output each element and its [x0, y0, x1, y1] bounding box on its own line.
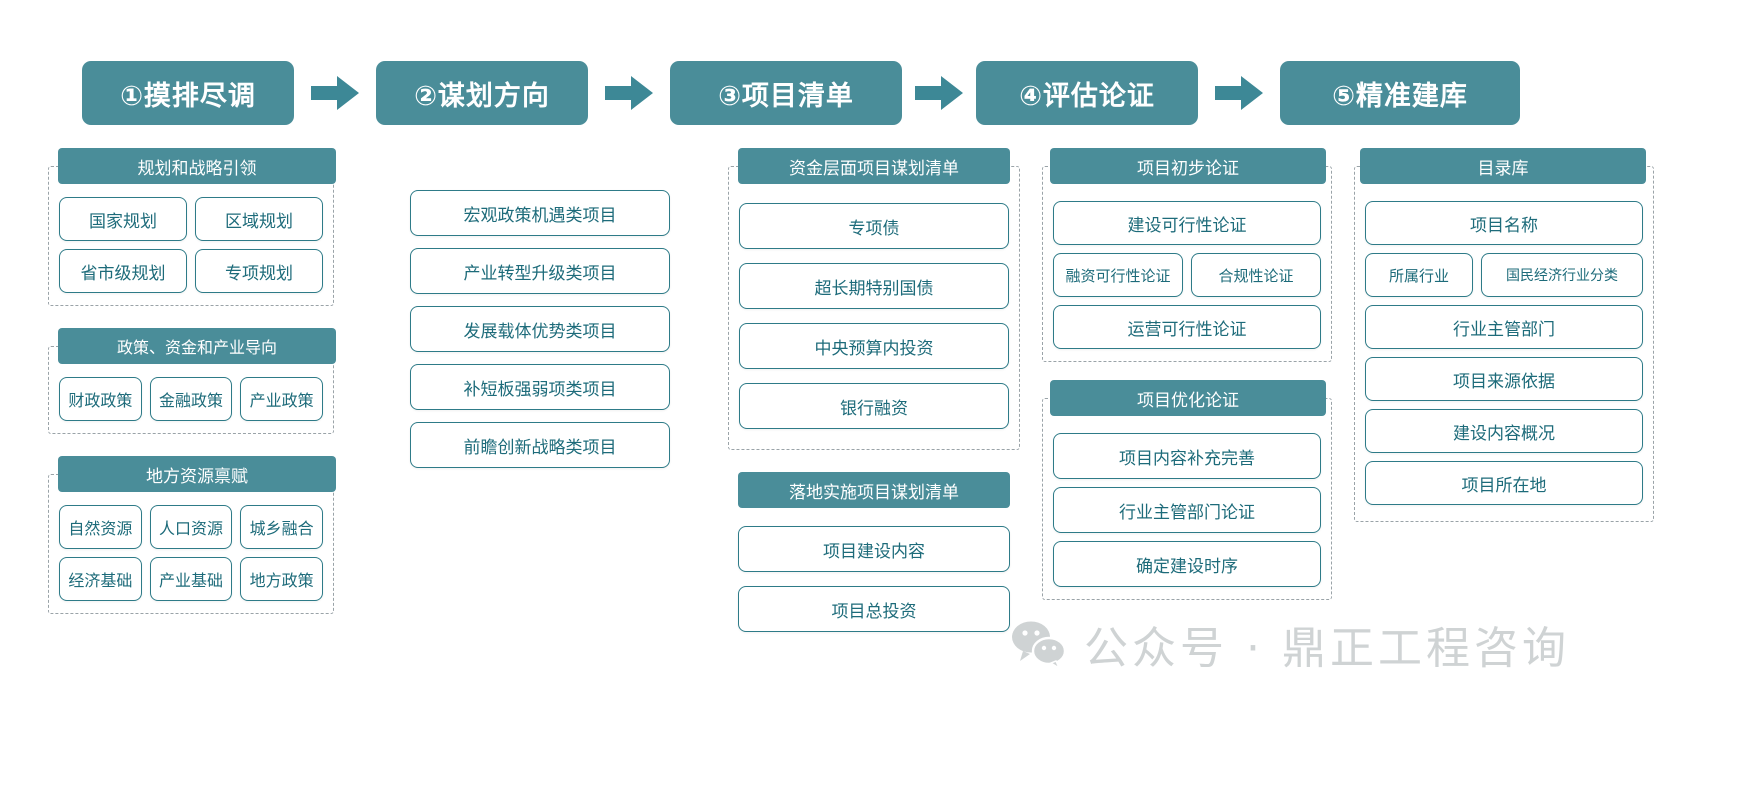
chip-row: 项目来源依据 — [1365, 357, 1643, 401]
wechat-icon — [1010, 619, 1068, 670]
chip-compliance-argumentation[interactable]: 合规性论证 — [1191, 253, 1321, 297]
chip-macro-policy-opportunity[interactable]: 宏观政策机遇类项目 — [410, 190, 670, 236]
chip-row: 经济基础 产业基础 地方政策 — [59, 557, 324, 601]
group-title: 规划和战略引领 — [58, 148, 336, 184]
stage-title-5[interactable]: ⑤精准建库 — [1280, 61, 1520, 125]
chip-row: 省市级规划 专项规划 — [59, 249, 323, 293]
chip-row: 建设内容概况 — [1365, 409, 1643, 453]
chip-forward-innovation-strategy[interactable]: 前瞻创新战略类项目 — [410, 422, 670, 468]
chip-urban-rural-integration[interactable]: 城乡融合 — [240, 505, 324, 549]
chip-national-plan[interactable]: 国家规划 — [59, 197, 187, 241]
chip-provincial-plan[interactable]: 省市级规划 — [59, 249, 187, 293]
chip-project-construction-content[interactable]: 项目建设内容 — [738, 526, 1010, 572]
group-title: 政策、资金和产业导向 — [58, 328, 336, 364]
implementation-items: 项目建设内容 项目总投资 — [738, 526, 1010, 632]
chip-row: 运营可行性论证 — [1053, 305, 1321, 349]
chip-ultra-long-treasury-bond[interactable]: 超长期特别国债 — [739, 263, 1009, 309]
chip-construction-sequence[interactable]: 确定建设时序 — [1053, 541, 1321, 587]
chip-regional-plan[interactable]: 区域规划 — [195, 197, 323, 241]
chip-industry-belonging[interactable]: 所属行业 — [1365, 253, 1473, 297]
chip-operation-feasibility[interactable]: 运营可行性论证 — [1053, 305, 1321, 349]
watermark: 公众号 · 鼎正工程咨询 — [1010, 612, 1570, 676]
chip-content-supplement[interactable]: 项目内容补充完善 — [1053, 433, 1321, 479]
arrow-2-to-3-icon — [588, 76, 670, 110]
chip-project-name[interactable]: 项目名称 — [1365, 201, 1643, 245]
chip-population-resources[interactable]: 人口资源 — [149, 505, 233, 549]
chip-industrial-policy[interactable]: 产业政策 — [240, 377, 324, 421]
group-title: 落地实施项目谋划清单 — [738, 472, 1010, 508]
arrow-1-to-2-icon — [294, 76, 376, 110]
chip-row: 所属行业 国民经济行业分类 — [1365, 253, 1643, 297]
chip-row: 国家规划 区域规划 — [59, 197, 323, 241]
column-3: 资金层面项目谋划清单 专项债 超长期特别国债 中央预算内投资 银行融资 落地实施… — [728, 148, 1020, 644]
chip-row: 行业主管部门 — [1365, 305, 1643, 349]
chip-project-location[interactable]: 项目所在地 — [1365, 461, 1643, 505]
chip-industrial-transformation[interactable]: 产业转型升级类项目 — [410, 248, 670, 294]
chip-special-bond[interactable]: 专项债 — [739, 203, 1009, 249]
column-4: 项目初步论证 建设可行性论证 融资可行性论证 合规性论证 运营可行性论证 项目优… — [1042, 148, 1332, 600]
group-catalog-library: 目录库 项目名称 所属行业 国民经济行业分类 行业主管部门 项目来源依据 — [1354, 148, 1654, 522]
chip-row: 项目名称 — [1365, 201, 1643, 245]
columns-area: 规划和战略引领 国家规划 区域规划 省市级规划 专项规划 政策、资金和产业导向 — [0, 148, 1748, 644]
chip-economic-base[interactable]: 经济基础 — [59, 557, 142, 601]
chip-shortfall-reinforcement[interactable]: 补短板强弱项类项目 — [410, 364, 670, 410]
chip-financing-feasibility[interactable]: 融资可行性论证 — [1053, 253, 1183, 297]
stage-title-3[interactable]: ③项目清单 — [670, 61, 902, 125]
chip-natural-resources[interactable]: 自然资源 — [59, 505, 142, 549]
group-optimization-argumentation: 项目优化论证 项目内容补充完善 行业主管部门论证 确定建设时序 — [1042, 380, 1332, 600]
chip-row: 融资可行性论证 合规性论证 — [1053, 253, 1321, 297]
group-funding-level-list: 资金层面项目谋划清单 专项债 超长期特别国债 中央预算内投资 银行融资 — [728, 148, 1020, 450]
chip-construction-feasibility[interactable]: 建设可行性论证 — [1053, 201, 1321, 245]
stage-title-4[interactable]: ④评估论证 — [976, 61, 1198, 125]
arrow-3-to-4-icon — [902, 76, 976, 110]
group-planning-strategy: 规划和战略引领 国家规划 区域规划 省市级规划 专项规划 — [48, 148, 336, 306]
chip-special-plan[interactable]: 专项规划 — [195, 249, 323, 293]
column-2: 宏观政策机遇类项目 产业转型升级类项目 发展载体优势类项目 补短板强弱项类项目 … — [410, 148, 670, 468]
group-policy-funding-industry: 政策、资金和产业导向 财政政策 金融政策 产业政策 — [48, 328, 336, 434]
group-local-resources: 地方资源禀赋 自然资源 人口资源 城乡融合 经济基础 产业基础 地方政策 — [48, 456, 336, 614]
chip-industry-authority-argumentation[interactable]: 行业主管部门论证 — [1053, 487, 1321, 533]
chip-row: 自然资源 人口资源 城乡融合 — [59, 505, 324, 549]
column-1: 规划和战略引领 国家规划 区域规划 省市级规划 专项规划 政策、资金和产业导向 — [48, 148, 336, 614]
group-preliminary-argumentation: 项目初步论证 建设可行性论证 融资可行性论证 合规性论证 运营可行性论证 — [1042, 148, 1332, 362]
chip-local-policy[interactable]: 地方政策 — [240, 557, 324, 601]
group-implementation-list: 落地实施项目谋划清单 项目建设内容 项目总投资 — [728, 472, 1020, 644]
direction-list: 宏观政策机遇类项目 产业转型升级类项目 发展载体优势类项目 补短板强弱项类项目 … — [410, 190, 670, 468]
chip-national-economy-industry-class[interactable]: 国民经济行业分类 — [1481, 253, 1643, 297]
chip-industry-authority[interactable]: 行业主管部门 — [1365, 305, 1643, 349]
group-title: 资金层面项目谋划清单 — [738, 148, 1010, 184]
funding-items: 专项债 超长期特别国债 中央预算内投资 银行融资 — [739, 203, 1009, 429]
chip-row: 确定建设时序 — [1053, 541, 1321, 587]
chip-row: 行业主管部门论证 — [1053, 487, 1321, 533]
chip-financial-policy[interactable]: 金融政策 — [149, 377, 233, 421]
stage-title-2[interactable]: ②谋划方向 — [376, 61, 588, 125]
group-title: 项目初步论证 — [1050, 148, 1326, 184]
chip-central-budget-investment[interactable]: 中央预算内投资 — [739, 323, 1009, 369]
chip-row: 项目所在地 — [1365, 461, 1643, 505]
chip-industrial-base[interactable]: 产业基础 — [149, 557, 233, 601]
watermark-text: 公众号 · 鼎正工程咨询 — [1084, 623, 1570, 674]
stage-title-1[interactable]: ①摸排尽调 — [82, 61, 294, 125]
chip-row: 财政政策 金融政策 产业政策 — [59, 377, 324, 421]
chip-project-source-basis[interactable]: 项目来源依据 — [1365, 357, 1643, 401]
chip-fiscal-policy[interactable]: 财政政策 — [59, 377, 142, 421]
stage-header-row: ①摸排尽调 ②谋划方向 ③项目清单 ④评估论证 ⑤精准建库 — [0, 58, 1748, 128]
chip-bank-financing[interactable]: 银行融资 — [739, 383, 1009, 429]
group-title: 项目优化论证 — [1050, 380, 1326, 416]
chip-row: 建设可行性论证 — [1053, 201, 1321, 245]
group-title: 目录库 — [1360, 148, 1646, 184]
column-5: 目录库 项目名称 所属行业 国民经济行业分类 行业主管部门 项目来源依据 — [1354, 148, 1654, 522]
chip-development-carrier-advantage[interactable]: 发展载体优势类项目 — [410, 306, 670, 352]
group-title: 地方资源禀赋 — [58, 456, 336, 492]
arrow-4-to-5-icon — [1198, 76, 1280, 110]
chip-project-total-investment[interactable]: 项目总投资 — [738, 586, 1010, 632]
chip-row: 项目内容补充完善 — [1053, 433, 1321, 479]
chip-construction-overview[interactable]: 建设内容概况 — [1365, 409, 1643, 453]
